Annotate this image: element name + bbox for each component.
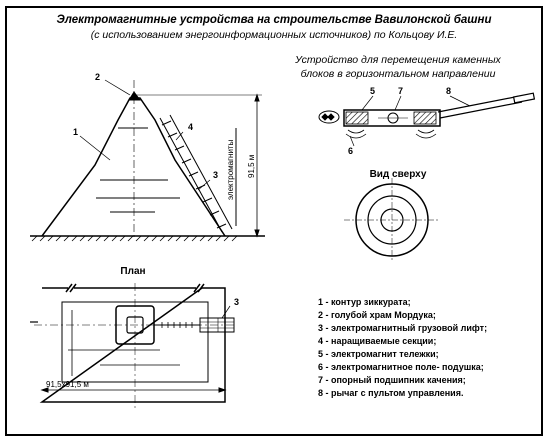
- device-heading-1: Устройство для перемещения каменных: [294, 54, 501, 66]
- legend-item: 4 - наращиваемые секции;: [318, 336, 436, 346]
- callout-4: 4: [188, 122, 193, 132]
- legend-item: 3 - электромагнитный грузовой лифт;: [318, 323, 487, 333]
- plan-label: План: [120, 266, 145, 277]
- callout-8: 8: [446, 86, 451, 96]
- top-view: [344, 178, 440, 262]
- legend-item: 5 - электромагнит тележки;: [318, 349, 439, 359]
- legend-item: 8 - рычаг с пультом управления.: [318, 388, 463, 398]
- drawing-frame: [5, 6, 543, 436]
- ground-hatch: [31, 235, 238, 242]
- cart-magnet-left: [345, 111, 369, 125]
- lever: [437, 95, 521, 113]
- legend-item: 1 - контур зиккурата;: [318, 297, 411, 307]
- legend-item: 6 - электромагнитное поле- подушка;: [318, 362, 484, 372]
- legend-item: 7 - опорный подшипник качения;: [318, 375, 466, 385]
- legend-item: 2 - голубой храм Мордука;: [318, 310, 436, 320]
- magnets-label: электромагниты: [226, 139, 235, 200]
- main-title: Электромагнитные устройства на строитель…: [57, 14, 492, 26]
- main-subtitle: (с использованием энергоинформационных и…: [91, 29, 458, 41]
- plan-lift: [199, 317, 235, 333]
- base-dim-label: 91,5x91,5 м: [46, 380, 89, 389]
- lift-sections: [159, 114, 233, 233]
- callout-6: 6: [348, 146, 353, 156]
- top-view-label: Вид сверху: [370, 169, 427, 180]
- callout-3: 3: [213, 170, 218, 180]
- temple-top: [128, 91, 141, 101]
- callout-3-plan: 3: [234, 297, 239, 307]
- height-dim-label: 91,5 м: [247, 155, 256, 178]
- callout-1: 1: [73, 127, 78, 137]
- legend: 1 - контур зиккурата; 2 - голубой храм М…: [318, 297, 487, 398]
- device-heading-2: блоков в горизонтальном направлении: [301, 68, 496, 80]
- callout-7: 7: [398, 86, 403, 96]
- callout-5: 5: [370, 86, 375, 96]
- ziggurat-elevation: [30, 79, 265, 242]
- plan-view: [30, 283, 236, 410]
- cart-device: [318, 92, 536, 147]
- callout-2: 2: [95, 72, 100, 82]
- ziggurat-contour: [41, 97, 226, 237]
- control-panel: [512, 92, 536, 104]
- cart-magnet-right: [413, 111, 437, 125]
